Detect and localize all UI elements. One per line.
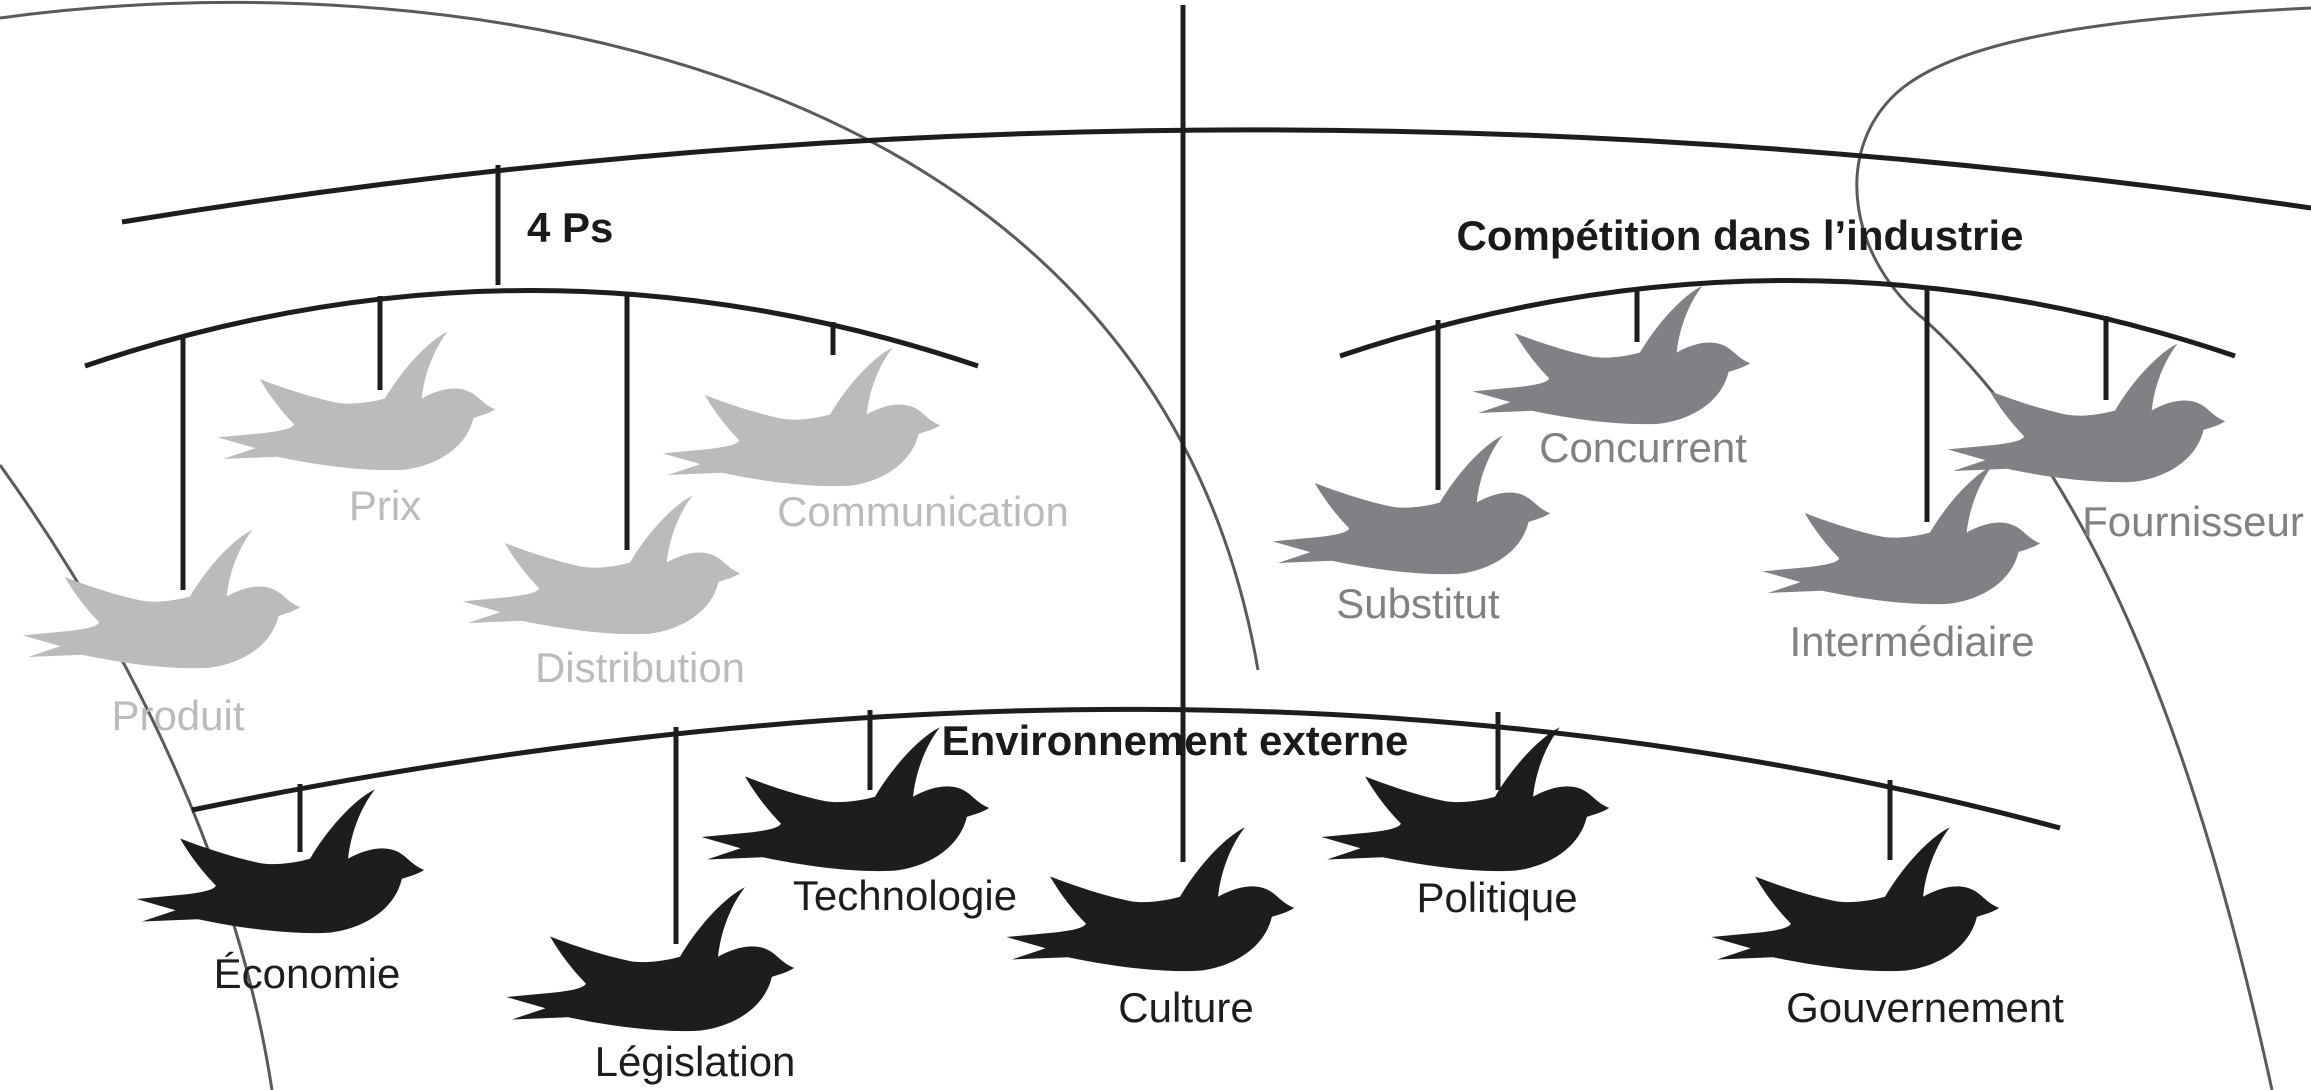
intermediaire-label: Intermédiaire [1789,618,2034,665]
fournisseur-bird-icon [1947,343,2226,483]
top-main-bar [121,127,2311,225]
distribution-label: Distribution [535,644,745,691]
fournisseur-label: Fournisseur [2082,498,2304,545]
intermediaire-bird-icon [1762,465,2041,605]
group-four-ps: 4 Ps Produit Prix Distribution Communica… [22,165,1069,739]
distribution-bird-icon [462,495,741,635]
communication-label: Communication [777,488,1069,535]
concurrent-label: Concurrent [1539,424,1747,471]
politique-label: Politique [1416,874,1577,921]
circle-arc-top-left [0,0,1260,671]
gouvernement-bird-icon [1711,827,2000,972]
economie-bird-icon [136,789,425,934]
prix-bird-icon [217,331,496,471]
produit-label: Produit [111,692,244,739]
substitut-bird-icon [1272,435,1551,575]
competition-bar [1339,278,2236,359]
prix-label: Prix [349,482,421,529]
produit-bird-icon [22,529,301,669]
circle-arc-top-right [1855,6,2311,1090]
legislation-label: Législation [595,1038,796,1085]
communication-bird-icon [662,347,941,487]
technologie-label: Technologie [793,872,1017,919]
culture-bird-icon [1006,827,1295,972]
legislation-bird-icon [506,887,795,1032]
economie-label: Économie [214,950,401,997]
gouvernement-label: Gouvernement [1786,984,2064,1031]
environnement-title: Environnement externe [942,717,1409,764]
circle-arc-left [0,464,274,1090]
substitut-label: Substitut [1336,580,1500,627]
competition-title: Compétition dans l’industrie [1456,212,2023,259]
group-environnement: Environnement externe Économie Législati… [136,706,2064,1085]
group-competition: Compétition dans l’industrie Substitut C… [1272,212,2304,665]
culture-label: Culture [1118,984,1253,1031]
four-ps-title: 4 Ps [527,204,613,251]
four-ps-bar [84,288,979,369]
environnement-bar [191,706,2061,831]
